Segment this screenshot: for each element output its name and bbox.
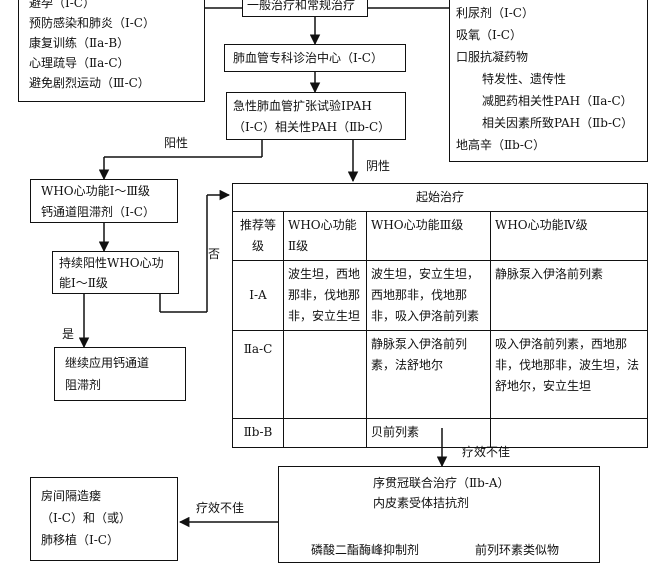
persistent-positive-box: 持续阳性WHO心功 能Ⅰ～Ⅱ级 (52, 251, 179, 294)
specialist-center-box: 肺血管专科诊治中心（Ⅰ-C） (224, 44, 406, 72)
row3-class3: 贝前列素 (366, 418, 491, 448)
persistent-positive-line1: 持续阳性WHO心功 (59, 256, 164, 270)
combination-left: 磷酸二酯酶峰抑制剂 (311, 543, 420, 557)
row3-class4 (490, 418, 648, 448)
left-item-5: 避免剧烈运动（Ⅲ-C） (29, 76, 150, 90)
surgery-line1: 房间隔造瘘 (41, 489, 102, 503)
right-item-7: 地高辛（Ⅱb-C） (456, 138, 546, 152)
row3-class2 (283, 418, 367, 448)
header-class4: WHO心功能Ⅳ级 (490, 211, 648, 261)
ineffective-label-2: 疗效不佳 (196, 501, 245, 515)
row2-class2 (283, 330, 367, 419)
row1-class2: 波生坦，西地那非，伐地那非，安立生坦 (283, 260, 367, 331)
continue-ccb-line2: 阻滞剂 (65, 378, 102, 392)
grade-IIaC: Ⅱa-C (232, 330, 284, 419)
left-item-3: 康复训练（Ⅱa-B） (29, 36, 130, 50)
right-item-2: 吸氧（Ⅰ-C） (456, 28, 522, 42)
row2-class4: 吸入伊洛前列素，西地那非，伐地那非，波生坦，法舒地尔，安立生坦 (490, 330, 648, 419)
right-item-5: 减肥药相关性PAH（Ⅱa-C） (482, 94, 633, 108)
header-grade: 推荐等级 (232, 211, 284, 261)
ccb-line2: 钙通道阻滞剂（Ⅰ-C） (41, 205, 155, 219)
initial-treatment-table: 起始治疗 推荐等级 WHO心功能Ⅱ级 WHO心功能Ⅲ级 WHO心功能Ⅳ级 Ⅰ-A… (232, 183, 648, 448)
surgery-box: 房间隔造瘘 （Ⅰ-C）和（或） 肺移植（Ⅰ-C） (30, 477, 178, 561)
header-class3: WHO心功能Ⅲ级 (366, 211, 491, 261)
negative-label: 阴性 (366, 159, 391, 173)
ccb-line1: WHO心功能Ⅰ～Ⅲ级 (41, 184, 150, 198)
initial-treatment-title: 起始治疗 (232, 183, 648, 212)
vasodilator-test-box: 急性肺血管扩张试验IPAH （Ⅰ-C）相关性PAH（Ⅱb-C） (226, 92, 406, 140)
right-item-4: 特发性、遗传性 (482, 72, 567, 86)
left-item-4: 心理疏导（Ⅱa-C） (29, 56, 130, 70)
surgery-line3: 肺移植（Ⅰ-C） (41, 533, 119, 547)
no-label: 否 (208, 247, 221, 261)
combination-line1: 序贯冠联合治疗（Ⅱb-A） (373, 476, 510, 490)
grade-IIbB: Ⅱb-B (232, 418, 284, 448)
continue-ccb-line1: 继续应用钙通道 (65, 356, 150, 370)
persistent-positive-line2: 能Ⅰ～Ⅱ级 (59, 276, 108, 290)
left-item-2: 预防感染和肺炎（Ⅰ-C） (29, 16, 155, 30)
left-top-box: 避孕（Ⅰ-C） 预防感染和肺炎（Ⅰ-C） 康复训练（Ⅱa-B） 心理疏导（Ⅱa-… (18, 0, 205, 102)
vasodilator-test-line1: 急性肺血管扩张试验IPAH (233, 99, 372, 113)
row1-class4: 静脉泵入伊洛前列素 (490, 260, 648, 331)
header-class2: WHO心功能Ⅱ级 (283, 211, 367, 261)
right-item-1: 利尿剂（Ⅰ-C） (456, 6, 534, 20)
left-item-1: 避孕（Ⅰ-C） (29, 0, 95, 10)
ccb-box: WHO心功能Ⅰ～Ⅲ级 钙通道阻滞剂（Ⅰ-C） (30, 179, 178, 223)
specialist-center-label: 肺血管专科诊治中心（Ⅰ-C） (233, 51, 383, 65)
row2-class3: 静脉泵入伊洛前列素，法舒地尔 (366, 330, 491, 419)
ineffective-label-1: 疗效不佳 (462, 445, 511, 459)
combination-line2: 内皮素受体拮抗剂 (373, 496, 470, 510)
continue-ccb-box: 继续应用钙通道 阻滞剂 (54, 347, 186, 401)
positive-label: 阳性 (164, 136, 189, 150)
grade-IA: Ⅰ-A (232, 260, 284, 331)
combination-right: 前列环素类似物 (475, 543, 560, 557)
general-treatment-label: 一般治疗和常规治疗 (247, 0, 356, 12)
general-treatment-box: 一般治疗和常规治疗 (242, 0, 368, 17)
right-item-3: 口服抗凝药物 (456, 50, 529, 64)
surgery-line2: （Ⅰ-C）和（或） (41, 511, 131, 525)
right-item-6: 相关因素所致PAH（Ⅱb-C） (482, 116, 634, 130)
right-top-box: 利尿剂（Ⅰ-C） 吸氧（Ⅰ-C） 口服抗凝药物 特发性、遗传性 减肥药相关性PA… (449, 0, 648, 162)
row1-class3: 波生坦，安立生坦，西地那非，伐地那非，吸入伊洛前列素 (366, 260, 491, 331)
yes-label: 是 (62, 327, 75, 341)
vasodilator-test-line2: （Ⅰ-C）相关性PAH（Ⅱb-C） (233, 120, 391, 134)
combination-therapy-box: 序贯冠联合治疗（Ⅱb-A） 内皮素受体拮抗剂 磷酸二酯酶峰抑制剂 前列环素类似物 (278, 466, 600, 563)
